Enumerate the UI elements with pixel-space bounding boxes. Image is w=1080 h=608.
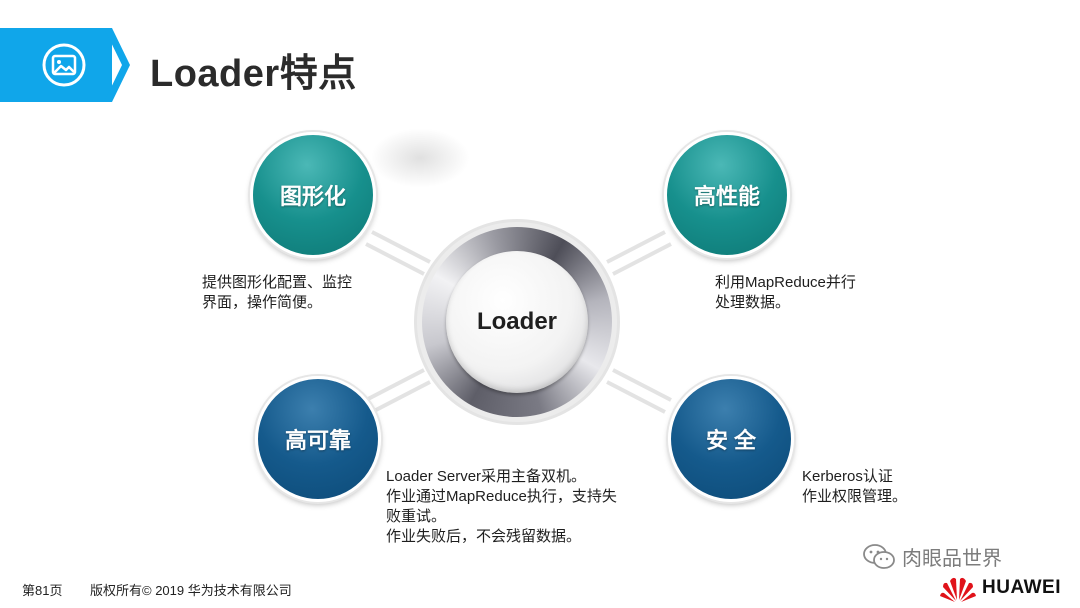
decorative-glow [370,128,470,188]
feature-label: 安 全 [705,428,757,453]
feature-node-performance: 高性能 [664,132,790,258]
hub-label: Loader [476,308,557,335]
copyright-text: 版权所有© 2019 华为技术有限公司 [90,583,292,598]
feature-node-graphical: 图形化 [250,132,376,258]
feature-node-reliability: 高可靠 [255,376,381,502]
huawei-logo-icon [940,577,976,602]
watermark-text: 肉眼品世界 [902,548,1002,570]
description-line: 败重试。 [386,508,447,525]
title-banner [0,28,112,102]
feature-label: 高可靠 [284,428,351,453]
description-line: 界面，操作简便。 [202,294,323,311]
huawei-brand: HUAWEI [940,573,1061,603]
feature-label: 高性能 [693,184,760,209]
description-line: 作业权限管理。 [802,488,908,505]
feature-description-reliability: Loader Server采用主备双机。 作业通过MapReduce执行，支持失… [386,467,617,547]
description-line: Loader Server采用主备双机。 [386,468,587,485]
feature-description-graphical: 提供图形化配置、监控 界面，操作简便。 [202,273,352,313]
title-banner-chevron [104,28,130,102]
feature-node-security: 安 全 [668,376,794,502]
description-line: 作业通过MapReduce执行，支持失 [386,488,617,505]
wechat-icon [863,543,895,569]
huawei-wordmark: HUAWEI [982,577,1061,598]
feature-label: 图形化 [279,184,346,209]
watermark: 肉眼品世界 [862,542,1002,571]
description-line: 作业失败后，不会残留数据。 [386,528,582,545]
page-title: Loader特点 [150,53,357,95]
feature-description-security: Kerberos认证 作业权限管理。 [802,467,907,507]
page-number: 第81页 [22,583,63,598]
hub-center [446,251,588,393]
feature-description-performance: 利用MapReduce并行 处理数据。 [715,273,856,313]
description-line: 提供图形化配置、监控 [202,274,353,291]
image-icon [42,43,86,87]
description-line: 利用MapReduce并行 [715,274,856,291]
description-line: Kerberos认证 [802,468,893,485]
description-line: 处理数据。 [715,294,791,311]
